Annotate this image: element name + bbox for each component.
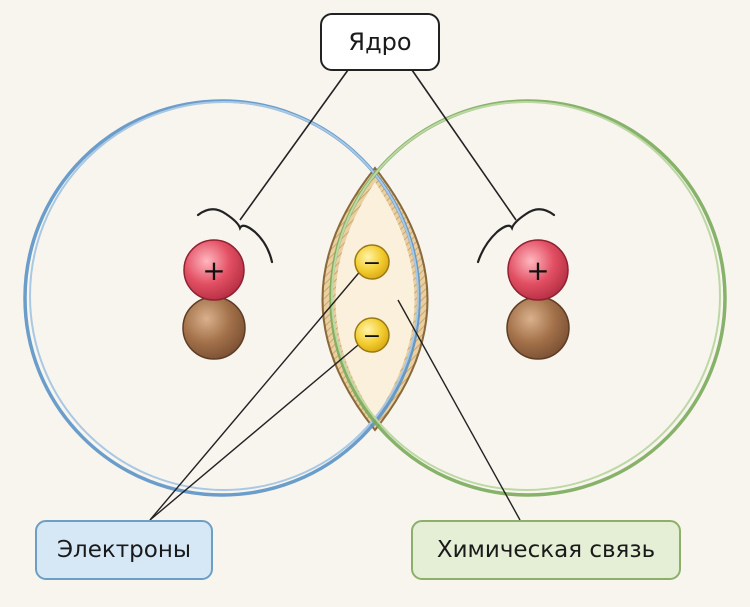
left-atom-orbit [23,99,421,497]
left-proton [183,239,245,301]
left-proton-symbol: + [202,254,225,287]
left-neutron [182,296,246,360]
shared-electron-bottom-symbol: − [363,324,381,349]
shared-electron-top-symbol: − [363,251,381,276]
bond-region-inner [335,182,415,418]
shared-electron-top [354,244,390,280]
right-proton-symbol: + [526,254,549,287]
nucleus-leader-right [411,69,517,221]
left-nucleus-brace [196,208,274,264]
shared-electron-bottom [354,317,390,353]
electrons-label-text: Электроны [56,537,192,563]
right-neutron [506,296,570,360]
right-atom-orbit-sketch [331,101,721,491]
nucleus-label-text: Ядро [348,28,412,56]
right-atom-orbit [329,99,727,497]
right-proton [507,239,569,301]
electrons-leader-top [149,261,369,521]
nucleus-leader-left [239,69,349,221]
right-nucleus-brace [476,208,556,264]
nucleus-label: Ядро [320,13,440,71]
bond-leader [397,299,521,521]
electrons-label: Электроны [35,520,213,580]
chemical-bond-label-text: Химическая связь [436,537,656,563]
chemical-bond-label: Химическая связь [411,520,681,580]
electrons-leader-bottom [149,334,371,521]
left-atom-orbit-sketch [29,101,419,491]
